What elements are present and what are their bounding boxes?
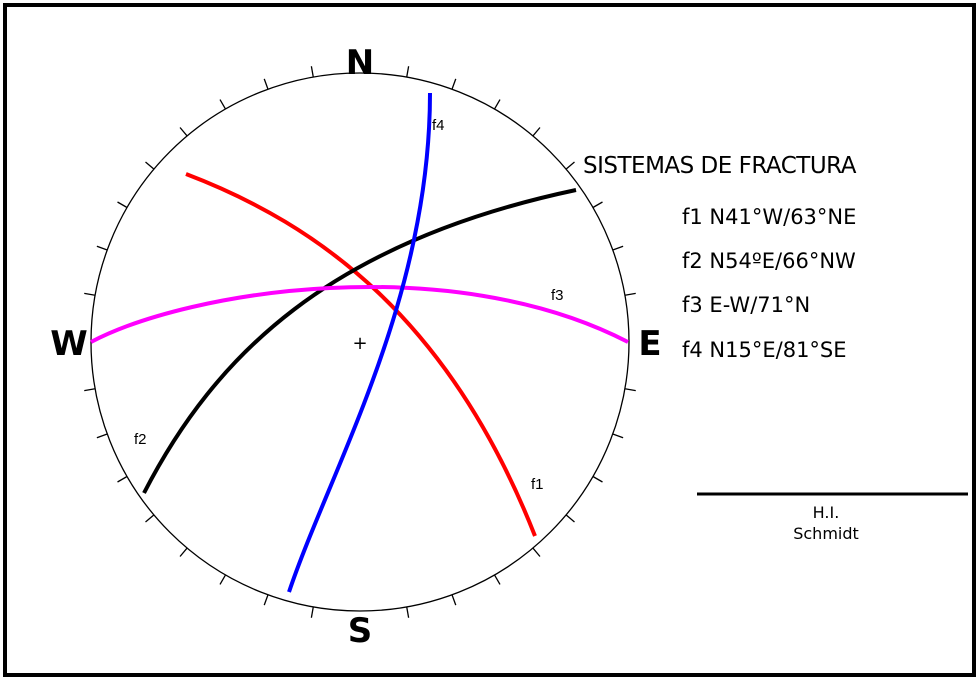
legend-entry-f2: f2 N54ºE/66°NW (682, 249, 856, 273)
plane-f3-label: f3 (551, 287, 564, 304)
caption-line-2: Schmidt (793, 524, 859, 543)
tick-mark (310, 606, 314, 618)
tick-mark (612, 245, 624, 251)
east-label: E (638, 324, 661, 364)
south-label: S (348, 611, 373, 651)
tick-mark (179, 127, 188, 137)
tick-mark (96, 433, 108, 439)
plane-f3-great-circle (90, 285, 629, 344)
tick-mark (493, 574, 501, 585)
legend-entry-f3: f3 E-W/71°N (682, 293, 810, 317)
plane-f2-label: f2 (134, 431, 147, 448)
tick-mark (406, 66, 410, 78)
tick-mark (493, 99, 501, 110)
tick-mark (263, 78, 269, 90)
legend-entry-f4: f4 N15°E/81°SE (682, 338, 847, 362)
tick-mark (451, 78, 457, 90)
tick-mark (565, 514, 575, 523)
tick-mark (612, 433, 624, 439)
tick-mark (219, 99, 227, 110)
tick-mark (310, 66, 314, 78)
tick-mark (532, 547, 541, 557)
north-label: N (346, 43, 374, 83)
tick-mark (96, 245, 108, 251)
tick-mark (84, 388, 96, 392)
tick-mark (84, 292, 96, 296)
figure-border (3, 3, 976, 677)
tick-mark (179, 547, 188, 557)
tick-mark (117, 475, 128, 483)
tick-mark (624, 292, 636, 296)
tick-mark (592, 475, 603, 483)
tick-mark (263, 594, 269, 606)
tick-mark (451, 594, 457, 606)
tick-mark (406, 606, 410, 618)
plane-f1-label: f1 (531, 476, 544, 493)
tick-mark (145, 514, 155, 523)
plane-f4-label: f4 (432, 117, 445, 134)
plane-f2-great-circle (142, 188, 577, 494)
tick-mark (117, 201, 128, 209)
center-mark: + (352, 333, 367, 354)
tick-mark (592, 201, 603, 209)
tick-mark (565, 161, 575, 170)
tick-mark (624, 388, 636, 392)
legend-title: SISTEMAS DE FRACTURA (583, 153, 857, 179)
tick-mark (532, 127, 541, 137)
plane-f4-great-circle (287, 92, 432, 593)
tick-marks (84, 66, 636, 618)
caption-line-1: H.I. (813, 503, 840, 522)
plane-f1-great-circle (185, 172, 537, 537)
legend-entry-f1: f1 N41°W/63°NE (682, 205, 856, 229)
tick-mark (145, 161, 155, 170)
west-label: W (50, 324, 88, 364)
tick-mark (219, 574, 227, 585)
